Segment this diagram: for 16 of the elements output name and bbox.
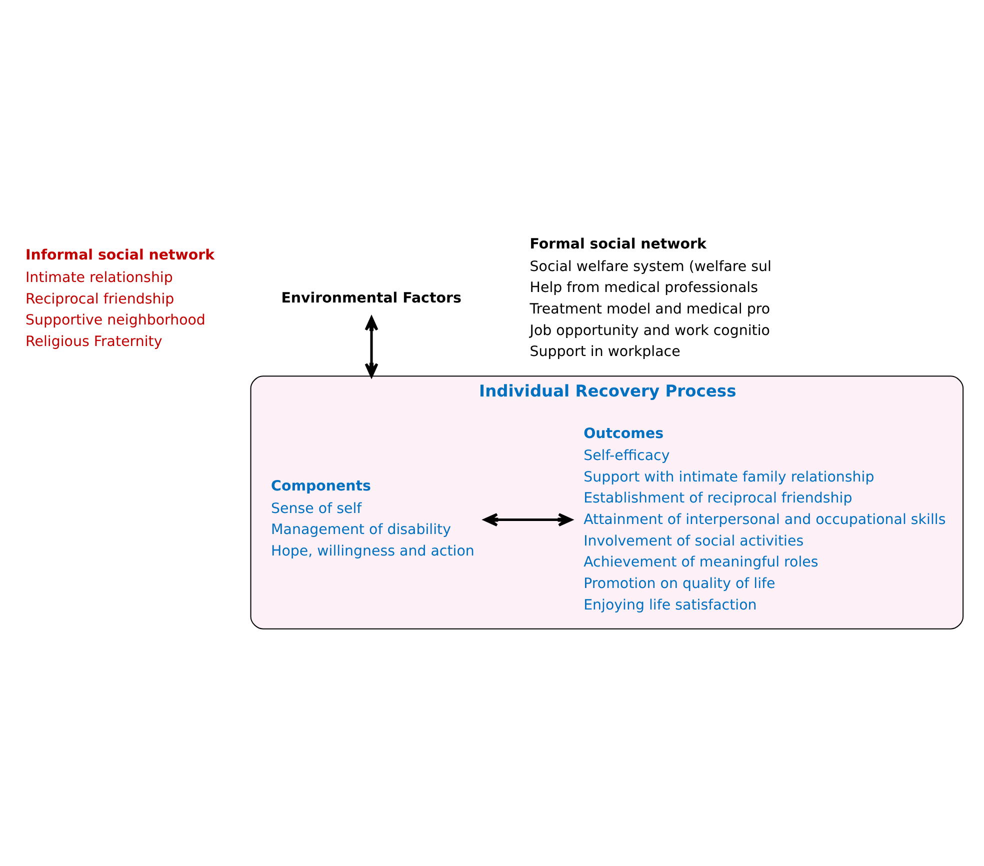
- arrow: [364, 316, 378, 377]
- node-text: Components Sense of self Management of disability Hope, willingness and action: [271, 478, 474, 559]
- label: Supportive neighborhood: [26, 312, 206, 328]
- label: Social welfare system (welfare sul: [530, 258, 772, 274]
- node-text: Outcomes Self-efficacy Support with intimate family relationship Establishment of reciprocal friendship Attainment of interpersonal and occupational skills Involvement of social activities Achievement of meaningful roles Promotion on quality of life Enjoying life satisfaction: [584, 425, 946, 613]
- label: Job opportunity and work cognitio: [530, 322, 770, 338]
- label: Formal social network: [530, 236, 706, 252]
- node-text: Environmental Factors: [281, 290, 462, 306]
- arrow: [483, 512, 572, 526]
- label: Help from medical professionals: [530, 280, 758, 296]
- label: Treatment model and medical pro: [530, 300, 770, 317]
- label: Support in workplace: [530, 344, 680, 360]
- label: Informal social network: [26, 247, 215, 264]
- label: Intimate relationship: [26, 270, 173, 286]
- label: Religious Fraternity: [26, 333, 162, 350]
- label: Reciprocal friendship: [26, 290, 174, 307]
